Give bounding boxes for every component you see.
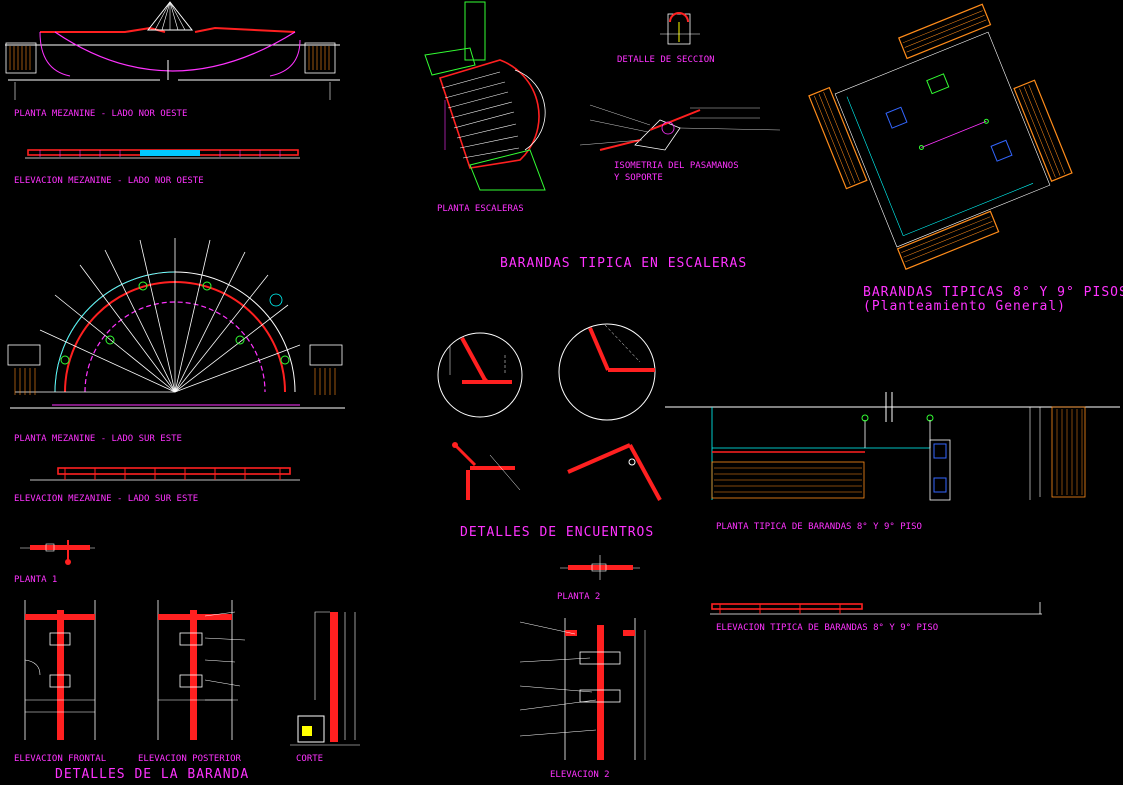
title-elevacion-mezanine-se: ELEVACION MEZANINE - LADO SUR ESTE: [14, 494, 198, 504]
title-planta-mezanine-se: PLANTA MEZANINE - LADO SUR ESTE: [14, 434, 182, 444]
title-barandas-pisos-1: BARANDAS TIPICAS 8° Y 9° PISOS: [863, 285, 1123, 300]
title-planta-escaleras: PLANTA ESCALERAS: [437, 204, 524, 214]
elevacion-tipica-drawing: [710, 602, 1042, 615]
detalle-seccion-drawing: [660, 12, 700, 45]
title-elevacion-mezanine-no: ELEVACION MEZANINE - LADO NOR OESTE: [14, 176, 204, 186]
corte-drawing: [290, 611, 360, 746]
title-detalle-seccion: DETALLE DE SECCION: [617, 55, 715, 65]
title-planta-tipica: PLANTA TIPICA DE BARANDAS 8° Y 9° PISO: [716, 522, 922, 532]
planta-1-drawing: [20, 540, 95, 565]
title-barandas-pisos-2: (Planteamiento General): [863, 299, 1066, 314]
title-elevacion-posterior: ELEVACION POSTERIOR: [138, 754, 242, 764]
elevacion-frontal-drawing: [24, 600, 96, 740]
title-isometria-2: Y SOPORTE: [614, 173, 663, 183]
title-elevacion-tipica: ELEVACION TIPICA DE BARANDAS 8° Y 9° PIS…: [716, 623, 938, 633]
title-detalles-encuentros: DETALLES DE ENCUENTROS: [460, 525, 654, 540]
planta-tipica-drawing: [665, 392, 1120, 501]
isometria-drawing: [579, 104, 781, 151]
title-planta-1: PLANTA 1: [14, 575, 57, 585]
planta-2-drawing: [560, 555, 640, 580]
detalles-encuentros-drawing: [437, 323, 662, 501]
title-planta-mezanine-no: PLANTA MEZANINE - LADO NOR OESTE: [14, 109, 187, 119]
planta-escaleras-drawing: [424, 1, 546, 191]
elevacion-2-drawing: [519, 618, 646, 760]
elevacion-mezanine-se-drawing: [30, 467, 300, 481]
planta-mezanine-no-drawing: [5, 1, 340, 100]
elevacion-mezanine-no-drawing: [25, 149, 300, 159]
elevacion-posterior-drawing: [157, 600, 246, 740]
title-planta-2: PLANTA 2: [557, 592, 600, 602]
title-isometria-1: ISOMETRIA DEL PASAMANOS: [614, 161, 739, 171]
title-elevacion-2: ELEVACION 2: [550, 770, 610, 780]
planteamiento-general-drawing: [808, 3, 1073, 270]
title-barandas-escaleras: BARANDAS TIPICA EN ESCALERAS: [500, 256, 747, 271]
title-elevacion-frontal: ELEVACION FRONTAL: [14, 754, 106, 764]
planta-mezanine-se-drawing: [7, 238, 345, 409]
title-detalles-baranda: DETALLES DE LA BARANDA: [55, 767, 249, 782]
title-corte: CORTE: [296, 754, 323, 764]
